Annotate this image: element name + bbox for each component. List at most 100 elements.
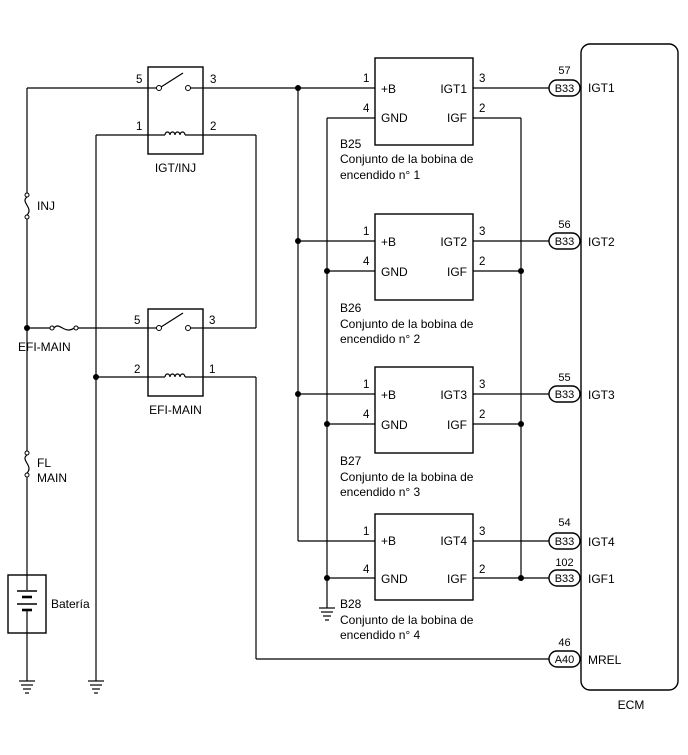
ecm-signal: IGT2 bbox=[588, 235, 615, 249]
ecm-signal: IGT1 bbox=[588, 81, 615, 95]
ignition-coil-b28: 1 4 +B GND IGT4 IGF 3 2 B28 Conjunto de … bbox=[340, 513, 485, 642]
coil-terminal-label: IGF bbox=[447, 418, 467, 432]
coil-pin: 2 bbox=[479, 256, 485, 268]
fuse-inj-label: INJ bbox=[37, 199, 55, 213]
coil-pin: 1 bbox=[363, 226, 369, 238]
coil-terminal-label: IGT3 bbox=[440, 388, 467, 402]
coil-pin: 2 bbox=[479, 564, 485, 576]
fuse-inj: INJ bbox=[24, 192, 55, 220]
ecm-label: ECM bbox=[618, 698, 645, 712]
coil-terminal-label: IGT1 bbox=[440, 82, 467, 96]
ecm-connector: B33 bbox=[555, 236, 575, 248]
coil-description: encendido n° 4 bbox=[340, 628, 421, 642]
coil-description: Conjunto de la bobina de bbox=[340, 470, 474, 484]
relay-igt-inj-label: IGT/INJ bbox=[155, 161, 196, 175]
coil-terminal-label: IGT4 bbox=[440, 534, 467, 548]
coil-description: encendido n° 3 bbox=[340, 485, 421, 499]
ecm-connector: B33 bbox=[555, 389, 575, 401]
coil-code: B27 bbox=[340, 454, 362, 468]
coil-pin: 3 bbox=[479, 226, 485, 238]
coil-code: B25 bbox=[340, 137, 362, 151]
ignition-coil-b27: 1 4 +B GND IGT3 IGF 3 2 B27 Conjunto de … bbox=[340, 366, 485, 499]
coil-code: B28 bbox=[340, 597, 362, 611]
ignition-coil-b26: 1 4 +B GND IGT2 IGF 3 2 B26 Conjunto de … bbox=[340, 213, 485, 346]
coil-description: encendido n° 2 bbox=[340, 332, 421, 346]
relay-efi-main-pin-2: 2 bbox=[134, 364, 140, 376]
coil-terminal-label: +B bbox=[381, 235, 396, 249]
coil-pin: 1 bbox=[363, 73, 369, 85]
relay-efi-main-pin-3: 3 bbox=[209, 315, 215, 327]
coil-description: Conjunto de la bobina de bbox=[340, 613, 474, 627]
relay-efi-main-pin-1: 1 bbox=[209, 364, 215, 376]
ecm-pin: 54 bbox=[558, 517, 570, 529]
relay-efi-main-label: EFI-MAIN bbox=[149, 403, 202, 417]
ecm-connector: B33 bbox=[555, 573, 575, 585]
ground-icon bbox=[88, 680, 104, 694]
coil-pin: 4 bbox=[363, 103, 370, 115]
coil-terminal-label: IGT2 bbox=[440, 235, 467, 249]
coil-description: Conjunto de la bobina de bbox=[340, 317, 474, 331]
coil-description: encendido n° 1 bbox=[340, 168, 421, 182]
ecm-terminal: A40 46 MREL bbox=[548, 637, 622, 668]
coil-pin: 3 bbox=[479, 73, 485, 85]
ecm-pin: 57 bbox=[558, 65, 570, 77]
coil-pin: 4 bbox=[363, 409, 370, 421]
coil-pin: 1 bbox=[363, 379, 369, 391]
coil-description: Conjunto de la bobina de bbox=[340, 152, 474, 166]
fuse-efi-main: EFI-MAIN bbox=[18, 325, 79, 354]
fuse-efi-main-label: EFI-MAIN bbox=[18, 340, 71, 354]
coil-pin: 1 bbox=[363, 526, 369, 538]
coil-pin: 4 bbox=[363, 256, 370, 268]
relay-igt-inj: 5 3 1 2 IGT/INJ bbox=[136, 66, 216, 175]
ecm-terminal: B33 57 IGT1 bbox=[548, 65, 615, 97]
battery-label: Batería bbox=[51, 597, 90, 611]
coil-terminal-label: +B bbox=[381, 82, 396, 96]
junction-dots bbox=[24, 85, 524, 581]
ecm-signal: IGF1 bbox=[588, 572, 615, 586]
coil-pin: 3 bbox=[479, 526, 485, 538]
ecm-signal: IGT4 bbox=[588, 535, 615, 549]
ground-icon bbox=[19, 680, 35, 694]
relay-igt-inj-pin-5: 5 bbox=[136, 74, 142, 86]
battery: Batería bbox=[7, 574, 90, 634]
coil-pin: 4 bbox=[363, 564, 370, 576]
fuse-fl-main-label-1: FL bbox=[37, 456, 51, 470]
coil-code: B26 bbox=[340, 301, 362, 315]
coil-terminal-label: IGF bbox=[447, 572, 467, 586]
ecm-signal: IGT3 bbox=[588, 388, 615, 402]
relay-igt-inj-pin-2: 2 bbox=[210, 121, 216, 133]
relay-igt-inj-pin-3: 3 bbox=[210, 74, 216, 86]
coil-terminal-label: +B bbox=[381, 388, 396, 402]
relay-igt-inj-pin-1: 1 bbox=[136, 121, 142, 133]
fuse-fl-main: FL MAIN bbox=[24, 450, 67, 485]
coil-terminal-label: +B bbox=[381, 534, 396, 548]
ecm-module: ECM bbox=[580, 43, 679, 712]
ground-icon bbox=[319, 607, 335, 621]
coil-terminal-label: GND bbox=[381, 111, 408, 125]
coil-terminal-label: GND bbox=[381, 265, 408, 279]
ecm-connector: B33 bbox=[555, 536, 575, 548]
ecm-pin: 46 bbox=[558, 637, 570, 649]
ecm-signal: MREL bbox=[588, 653, 622, 667]
ecm-connector: A40 bbox=[555, 654, 575, 666]
ecm-pin: 102 bbox=[555, 557, 573, 569]
relay-efi-main: 5 3 2 1 EFI-MAIN bbox=[134, 308, 215, 417]
coil-terminal-label: GND bbox=[381, 572, 408, 586]
coil-terminal-label: GND bbox=[381, 418, 408, 432]
ecm-pin: 56 bbox=[558, 219, 570, 231]
fuse-fl-main-label-2: MAIN bbox=[37, 471, 67, 485]
coil-pin: 3 bbox=[479, 379, 485, 391]
relay-efi-main-pin-5: 5 bbox=[134, 315, 140, 327]
ecm-terminal: B33 54 IGT4 bbox=[548, 517, 615, 550]
ecm-pin: 55 bbox=[558, 372, 570, 384]
ecm-terminal: B33 55 IGT3 bbox=[548, 372, 615, 403]
ecm-terminal: B33 102 IGF1 bbox=[548, 557, 615, 587]
ecm-connector: B33 bbox=[555, 83, 575, 95]
ecm-terminal: B33 56 IGT2 bbox=[548, 219, 615, 250]
coil-terminal-label: IGF bbox=[447, 111, 467, 125]
coil-terminal-label: IGF bbox=[447, 265, 467, 279]
ignition-coil-b25: 1 4 +B GND IGT1 IGF 3 2 B25 Conjunto de … bbox=[340, 57, 485, 182]
power-wiring bbox=[26, 87, 549, 681]
coil-pin: 2 bbox=[479, 103, 485, 115]
